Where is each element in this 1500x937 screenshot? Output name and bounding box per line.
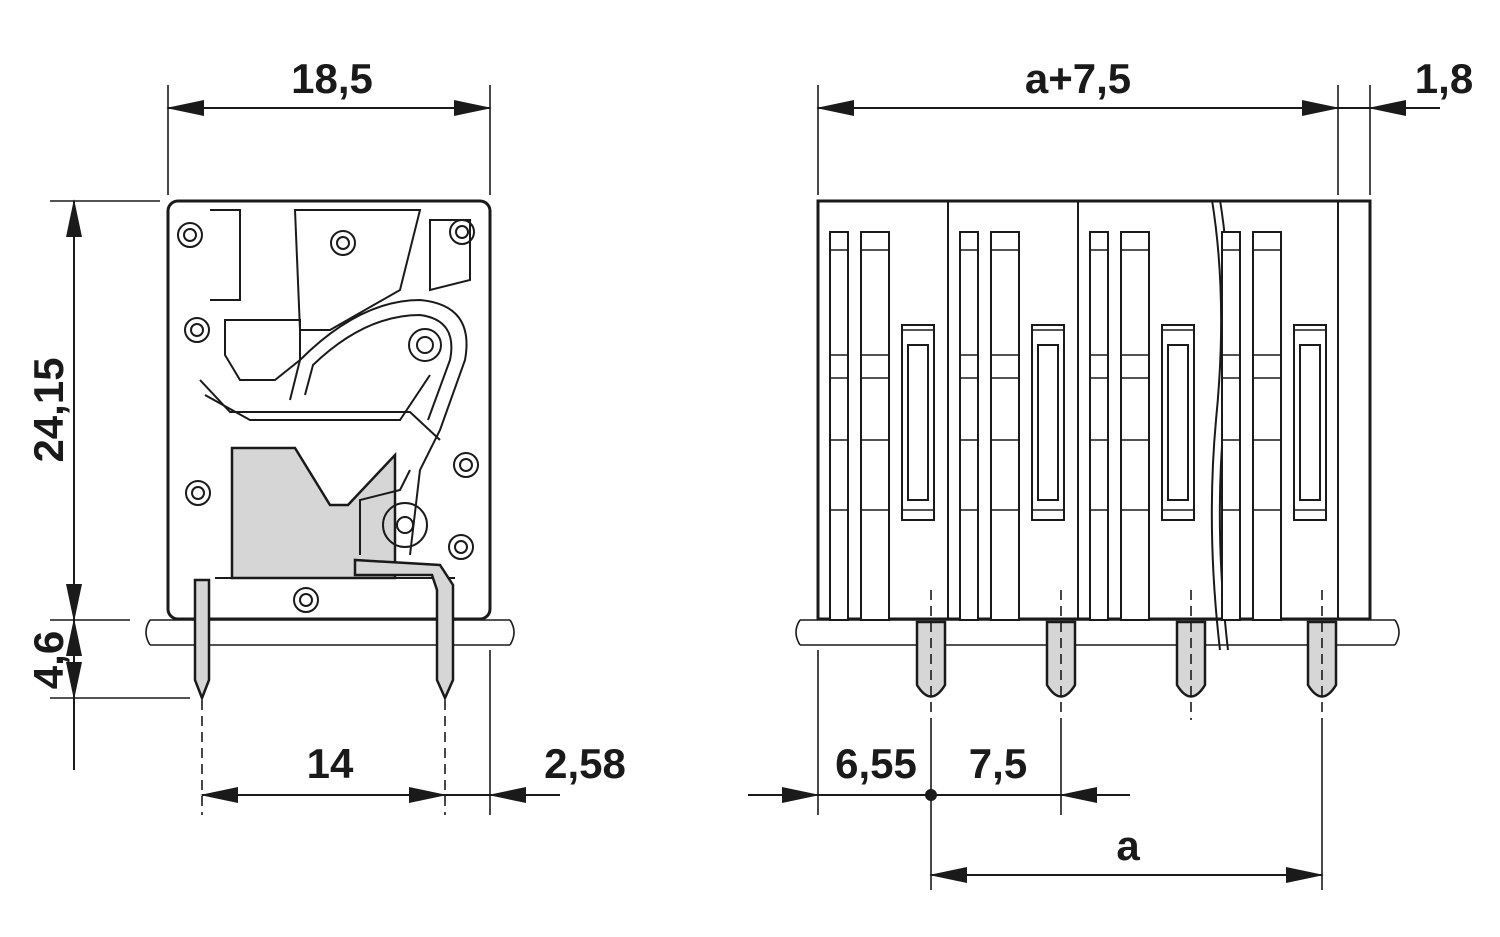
release-slot-inner (1037, 344, 1059, 501)
dim-label-pin-length: 4,6 (25, 631, 72, 689)
wide-slot (1252, 231, 1282, 621)
clamping-spring (289, 298, 468, 556)
narrow-slot (1221, 231, 1241, 621)
dim-span-a: a (929, 720, 1324, 890)
narrow-slot (829, 231, 849, 621)
dim-label-end-plate: 1,8 (1415, 55, 1473, 102)
dim-first-pin-and-pitch: 6,55 7,5 (748, 650, 1130, 890)
dim-label-height: 24,15 (25, 357, 72, 462)
release-slot-inner (1299, 344, 1321, 501)
dim-height-24-15: 24,15 (25, 199, 160, 622)
front-view: a+7,5 1,8 6,55 7,5 a (748, 55, 1473, 890)
release-slot-inner (907, 344, 929, 501)
dim-label-span: a (1116, 822, 1140, 869)
narrow-slot (959, 231, 979, 621)
dim-pin-offset-2-58: 2,58 (445, 650, 626, 815)
wide-slot (1120, 231, 1150, 621)
dim-overall-width: a+7,5 (816, 55, 1371, 195)
narrow-slot (1089, 231, 1109, 621)
solder-lead-left (193, 578, 211, 702)
dim-label-width: 18,5 (291, 55, 373, 102)
dim-label-first-pin-offset: 6,55 (835, 740, 917, 787)
dim-label-pin-offset: 2,58 (544, 740, 626, 787)
side-view: 18,5 24,15 4,6 14 2,58 (25, 55, 626, 815)
solder-lead-right (353, 558, 455, 702)
front-pins (915, 590, 1338, 720)
pole-slots (829, 231, 1327, 621)
wide-slot (860, 231, 890, 621)
dim-label-pitch: 7,5 (969, 740, 1027, 787)
dim-pin-length-4-6: 4,6 (25, 618, 190, 770)
datum-point (925, 789, 937, 801)
wide-slot (990, 231, 1020, 621)
dim-label-pin-pitch: 14 (307, 740, 354, 787)
rivet-holes (177, 219, 479, 613)
release-slot-inner (1167, 344, 1189, 501)
dim-pin-pitch-14: 14 (200, 740, 447, 803)
dim-width-18-5: 18,5 (166, 55, 492, 195)
terminal-housing-side (166, 199, 492, 702)
dim-label-overall-width: a+7,5 (1025, 55, 1131, 102)
dim-end-plate: 1,8 (1338, 55, 1473, 116)
